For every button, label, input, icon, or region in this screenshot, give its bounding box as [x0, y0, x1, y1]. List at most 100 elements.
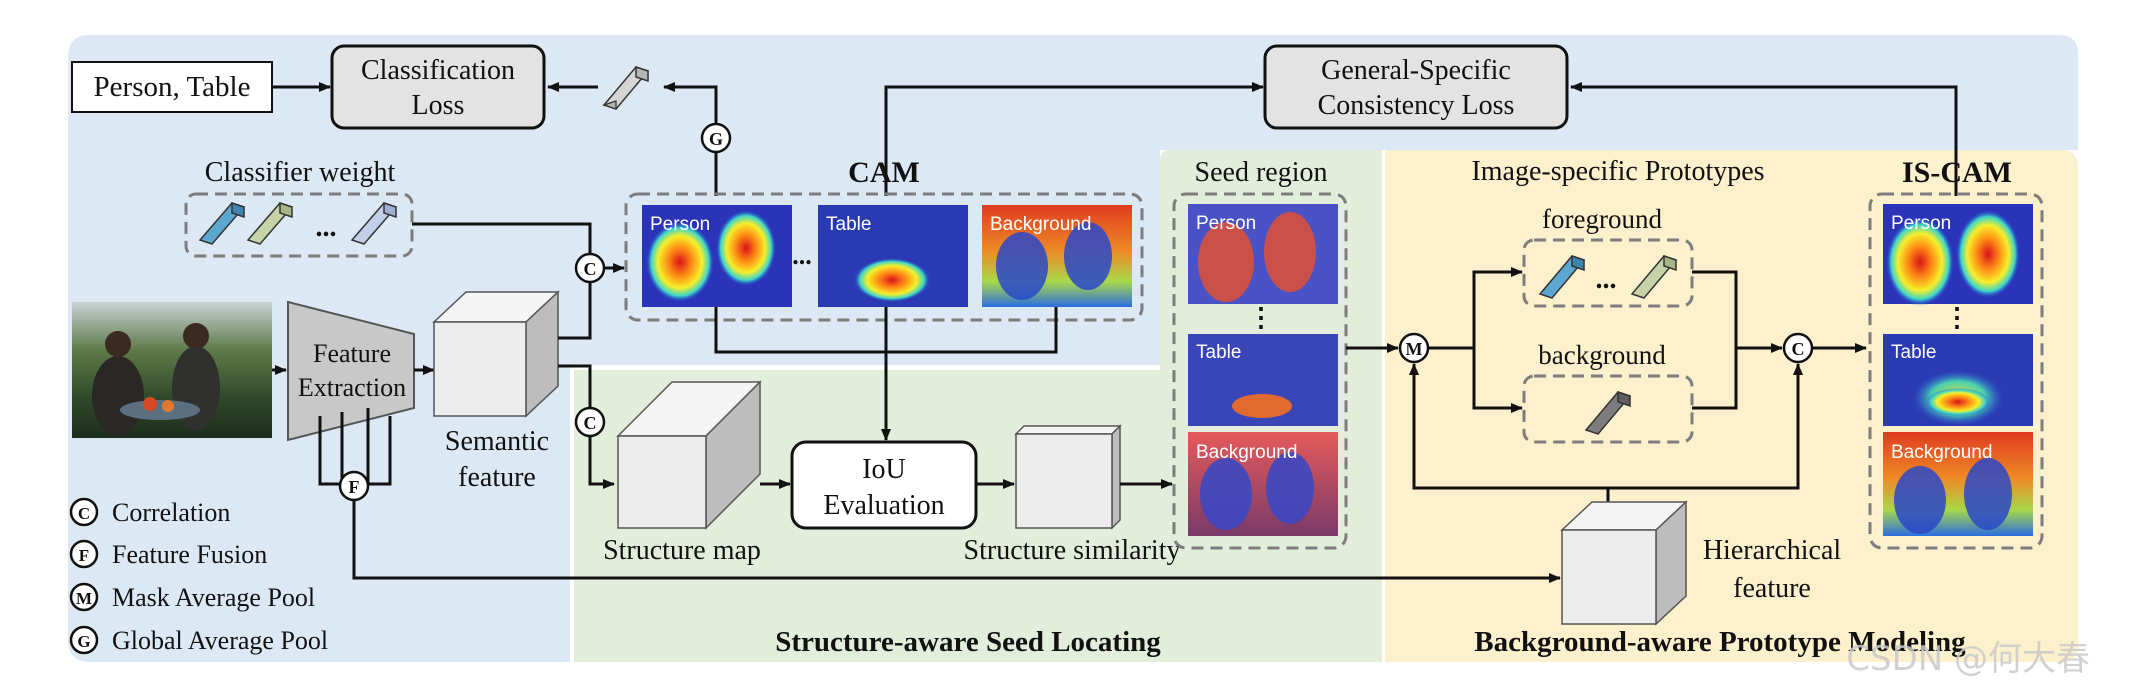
background-label: background [1538, 340, 1666, 370]
feature-extraction-block: Feature Extraction [287, 300, 415, 442]
seed-map-person: Person [1188, 204, 1338, 304]
cam-ellipsis: ... [792, 241, 812, 270]
legend-correlation-icon [69, 497, 99, 527]
iscam-map-background: Background [1883, 432, 2033, 536]
classifier-weight-box [184, 192, 414, 258]
classification-loss-box: Classification Loss [330, 44, 546, 130]
classification-loss-line1: Classification [361, 55, 515, 86]
link-background-to-correlation [1692, 348, 1738, 410]
feature-extraction-line2: Extraction [298, 373, 406, 402]
iscam-map-background-label: Background [1891, 442, 1992, 463]
legend-global-pool-icon [69, 625, 99, 655]
iscam-map-table-label: Table [1891, 342, 1936, 363]
background-prototype [1584, 390, 1632, 435]
seed-region-title: Seed region [1195, 157, 1328, 188]
foreground-prototype-n [1630, 254, 1678, 299]
pooled-feature-vector [602, 65, 650, 110]
classifier-weight-ellipsis: ... [316, 212, 337, 243]
arrow-maskpool-to-foreground [1472, 267, 1523, 348]
watermark: CSDN @何大春 [1846, 639, 2090, 679]
iscam-box [1868, 192, 2044, 550]
semantic-feature-line2: feature [458, 462, 536, 493]
cam-map-background-label: Background [990, 214, 1091, 235]
foreground-prototype-1 [1538, 254, 1586, 299]
legend-fusion-label: Feature Fusion [112, 540, 267, 569]
link-weight-to-correlation [412, 222, 592, 254]
iou-evaluation-box: IoU Evaluation [790, 440, 978, 530]
legend-global-pool-symbol: G [77, 632, 90, 651]
legend-correlation-label: Correlation [112, 498, 230, 527]
semantic-feature-line1: Semantic [445, 426, 549, 457]
iscam-title: IS-CAM [1902, 156, 2012, 189]
cam-map-table-label: Table [826, 214, 871, 235]
link-semantic-to-correlation [558, 282, 592, 340]
classifier-weight-vector-2 [246, 201, 294, 245]
consistency-loss-line1: General-Specific [1321, 55, 1511, 86]
seed-map-table-label: Table [1196, 342, 1241, 363]
correlation-symbol-iscam: C [1792, 339, 1805, 359]
seed-region-box [1172, 192, 1348, 550]
green-panel [574, 150, 1382, 662]
legend-correlation-symbol: C [78, 504, 90, 523]
section-structure-title: Structure-aware Seed Locating [775, 626, 1161, 658]
seed-map-person-label: Person [1196, 213, 1256, 234]
input-label: Person, Table [94, 71, 251, 103]
arrow-correlation-to-structure [588, 436, 615, 489]
iscam-ellipsis: ⋮ [1944, 303, 1970, 332]
legend-mask-pool-label: Mask Average Pool [112, 583, 315, 612]
arrow-cam-to-gap [663, 82, 718, 196]
correlation-symbol-structure: C [584, 413, 597, 433]
legend: C Correlation F Feature Fusion M Mask Av… [69, 497, 328, 655]
classifier-weight-vector-1 [198, 201, 246, 245]
blue-panel [68, 35, 2078, 662]
cam-map-background: Background [982, 205, 1132, 307]
seed-map-background-label: Background [1196, 442, 1297, 463]
classification-loss-line2: Loss [412, 90, 465, 121]
arrow-hierarchical-to-maskpool [1409, 363, 1610, 502]
foreground-ellipsis: ... [1596, 264, 1617, 295]
semantic-feature-cube [432, 290, 560, 418]
iou-evaluation-line1: IoU [862, 454, 906, 485]
legend-mask-pool-icon [69, 582, 99, 612]
input-image [72, 302, 272, 438]
link-semantic-to-structure [558, 364, 592, 408]
classifier-weight-vector-n [350, 201, 398, 245]
structure-map-label: Structure map [603, 535, 761, 566]
consistency-loss-line2: Consistency Loss [1318, 90, 1515, 121]
structure-similarity-label: Structure similarity [964, 535, 1181, 566]
seed-map-table: Table [1188, 334, 1338, 426]
hierarchical-feature-line1: Hierarchical [1703, 535, 1842, 566]
global-pool-operator [700, 122, 732, 154]
arrow-hierarchical-to-correlation [1608, 363, 1803, 490]
cam-map-person-label: Person [650, 214, 710, 235]
link-foreground-to-correlation [1692, 270, 1738, 348]
iscam-map-person: Person [1883, 204, 2033, 306]
consistency-loss-box: General-Specific Consistency Loss [1263, 44, 1569, 130]
legend-fusion-symbol: F [79, 546, 89, 565]
arrow-maskpool-to-background [1472, 348, 1523, 413]
correlation-symbol-cam: C [584, 259, 597, 279]
arrow-cam-to-consistency [884, 82, 1264, 196]
seed-ellipsis: ⋮ [1248, 303, 1274, 332]
cam-map-person: Person [642, 205, 792, 307]
input-label-box [71, 61, 273, 113]
global-pool-symbol: G [709, 129, 723, 149]
feature-extraction-line1: Feature [313, 339, 391, 368]
feature-fusion-symbol: F [349, 477, 360, 497]
structure-similarity-cube [1014, 424, 1122, 530]
legend-mask-pool-symbol: M [76, 589, 92, 608]
mask-pool-symbol: M [1406, 339, 1423, 359]
cam-map-table: Table [818, 205, 968, 307]
iou-evaluation-line2: Evaluation [823, 490, 944, 521]
arrow-fusion-to-hierarchical [352, 500, 1561, 583]
legend-fusion-icon [69, 539, 99, 569]
classifier-weight-title: Classifier weight [205, 157, 396, 188]
arrow-iscam-to-consistency [1570, 82, 1958, 196]
iscam-map-person-label: Person [1891, 213, 1951, 234]
hierarchical-feature-cube [1560, 500, 1688, 626]
foreground-label: foreground [1542, 204, 1662, 234]
section-background-title: Background-aware Prototype Modeling [1474, 626, 1966, 658]
seed-map-background: Background [1188, 432, 1338, 536]
hierarchical-feature-line2: feature [1733, 573, 1811, 604]
